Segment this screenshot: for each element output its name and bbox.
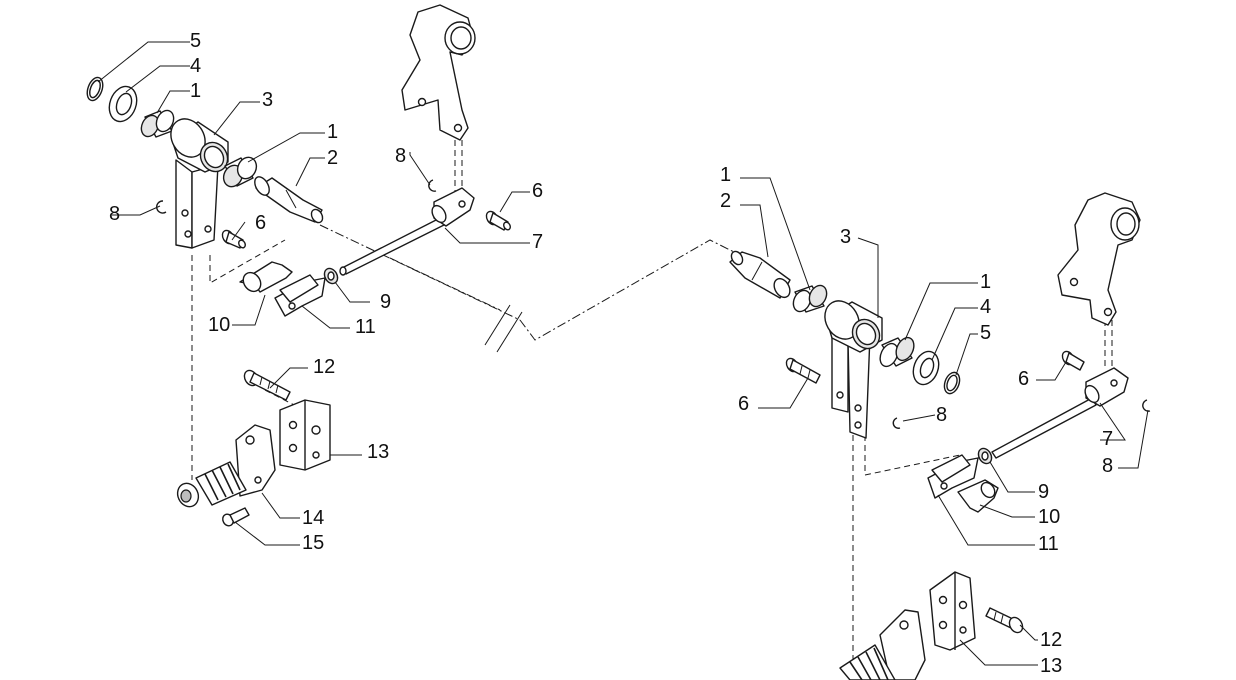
bushing-part-1 xyxy=(140,109,175,138)
rod-part-7 xyxy=(339,187,475,276)
bushing-part-1 xyxy=(879,336,915,368)
clip-part-8 xyxy=(428,179,437,192)
callout-label: 8 xyxy=(109,203,120,225)
callout-label: 1 xyxy=(327,121,338,143)
bracket-plate-part-13 xyxy=(279,399,331,471)
clip-part-8 xyxy=(1142,399,1151,412)
clevis-part-11 xyxy=(927,454,979,499)
lever-arm-part-3 xyxy=(170,118,229,249)
bolt-part-12 xyxy=(985,607,1024,634)
pin-part-2 xyxy=(729,250,791,299)
clip-part-10 xyxy=(239,261,293,293)
callout-label: 6 xyxy=(1018,368,1029,390)
clevis-part-11 xyxy=(274,274,326,317)
callout-label: 12 xyxy=(1040,629,1062,651)
bracket-plate-part-13 xyxy=(929,571,976,651)
bell-crank-bracket xyxy=(401,4,476,141)
callout-label: 3 xyxy=(840,226,851,248)
callout-label: 7 xyxy=(1102,428,1113,450)
bolt-part-12 xyxy=(243,369,291,401)
leader-lines-left xyxy=(97,41,530,546)
callout-label: 2 xyxy=(327,147,338,169)
pin-part-6 xyxy=(1061,350,1085,371)
bushing-part-1 xyxy=(222,156,258,188)
cylinder-part-14 xyxy=(839,609,926,680)
nut-part-9 xyxy=(323,267,339,285)
lever-arm-part-3 xyxy=(824,300,883,439)
callout-label: 9 xyxy=(380,291,391,313)
washer-part-4 xyxy=(108,85,138,123)
callout-label: 1 xyxy=(720,164,731,186)
bell-crank-bracket xyxy=(1057,192,1141,326)
callout-label: 7 xyxy=(532,231,543,253)
callout-label: 10 xyxy=(208,314,230,336)
assembly-center-lines xyxy=(191,140,1113,660)
nut-part-9 xyxy=(977,447,993,465)
callout-label: 13 xyxy=(367,441,389,463)
snap-ring-part-5 xyxy=(86,76,104,102)
clip-part-8 xyxy=(892,417,901,429)
right-assembly: 1 2 3 1 4 5 6 6 8 7 8 9 10 11 12 13 xyxy=(720,164,1151,680)
callout-label: 11 xyxy=(355,316,376,338)
callout-label: 3 xyxy=(262,89,273,111)
leader-lines-right xyxy=(740,177,1149,666)
pin-part-2 xyxy=(254,176,324,224)
screw-part-15 xyxy=(222,507,250,527)
rod-part-7 xyxy=(991,367,1129,459)
left-assembly: 5 4 1 3 1 2 8 8 6 6 7 9 10 11 12 13 14 1… xyxy=(86,4,543,554)
callout-label: 6 xyxy=(255,212,266,234)
callout-label: 9 xyxy=(1038,481,1049,503)
callout-label: 4 xyxy=(190,55,201,77)
callout-label: 2 xyxy=(720,190,731,212)
callout-label: 15 xyxy=(302,532,324,554)
clip-part-10 xyxy=(957,479,999,513)
washer-part-4 xyxy=(912,350,940,386)
callout-label: 1 xyxy=(980,271,991,293)
callout-label: 5 xyxy=(190,30,201,52)
clip-part-8 xyxy=(156,200,167,214)
callout-label: 4 xyxy=(980,296,991,318)
callout-label: 12 xyxy=(313,356,335,378)
snap-ring-part-5 xyxy=(943,371,961,395)
cylinder-part-14 xyxy=(176,424,276,508)
callout-label: 8 xyxy=(936,404,947,426)
callout-label: 14 xyxy=(302,507,324,529)
callout-label: 11 xyxy=(1038,533,1059,555)
callout-label: 8 xyxy=(395,145,406,167)
callout-label: 13 xyxy=(1040,655,1062,677)
callout-label: 5 xyxy=(980,322,991,344)
callout-label: 8 xyxy=(1102,455,1113,477)
pin-part-6 xyxy=(221,229,246,249)
callout-label: 1 xyxy=(190,80,201,102)
pin-part-6 xyxy=(485,210,511,231)
callout-label: 10 xyxy=(1038,506,1060,528)
callout-label: 6 xyxy=(738,393,749,415)
pin-part-6 xyxy=(785,357,821,384)
callout-label: 6 xyxy=(532,180,543,202)
bushing-part-1 xyxy=(792,284,828,313)
